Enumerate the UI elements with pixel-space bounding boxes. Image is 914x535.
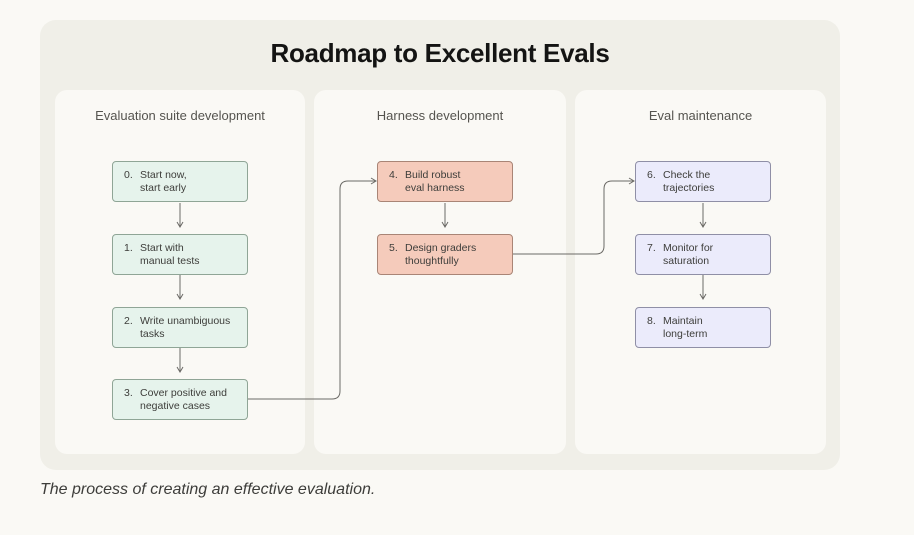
step-number: 3. xyxy=(124,387,133,399)
step-label: Build robust eval harness xyxy=(405,169,465,194)
step-number: 8. xyxy=(647,315,656,327)
step-label: Monitor for saturation xyxy=(663,242,714,267)
step-label: Start now, start early xyxy=(140,169,187,194)
step-box: 3. Cover positive and negative cases xyxy=(112,379,248,420)
step-box: 2. Write unambiguous tasks xyxy=(112,307,248,348)
stage-title: Harness development xyxy=(376,108,504,123)
step-box: 0. Start now, start early xyxy=(112,161,248,202)
step-box: 8. Maintain long-term xyxy=(635,307,771,348)
step-number: 2. xyxy=(124,315,133,327)
stage-title: Eval maintenance xyxy=(648,108,753,123)
step-box: 6. Check the trajectories xyxy=(635,161,771,202)
step-label: Check the trajectories xyxy=(663,169,715,194)
step-box: 1. Start with manual tests xyxy=(112,234,248,275)
step-label: Cover positive and negative cases xyxy=(140,387,227,412)
step-box: 7. Monitor for saturation xyxy=(635,234,771,275)
step-number: 7. xyxy=(647,242,656,254)
figure-caption: The process of creating an effective eva… xyxy=(40,481,376,498)
step-number: 6. xyxy=(647,169,656,181)
step-number: 0. xyxy=(124,169,133,181)
step-label: Start with manual tests xyxy=(140,242,200,267)
step-box: 5. Design graders thoughtfully xyxy=(377,234,513,275)
step-number: 5. xyxy=(389,242,398,254)
step-number: 1. xyxy=(124,242,133,254)
diagram-title: Roadmap to Excellent Evals xyxy=(270,38,610,68)
step-label: Design graders thoughtfully xyxy=(405,242,477,267)
step-label: Write unambiguous tasks xyxy=(140,315,231,340)
step-box: 4. Build robust eval harness xyxy=(377,161,513,202)
step-label: Maintain long-term xyxy=(663,315,708,340)
step-number: 4. xyxy=(389,169,398,181)
stage-title: Evaluation suite development xyxy=(95,108,265,123)
